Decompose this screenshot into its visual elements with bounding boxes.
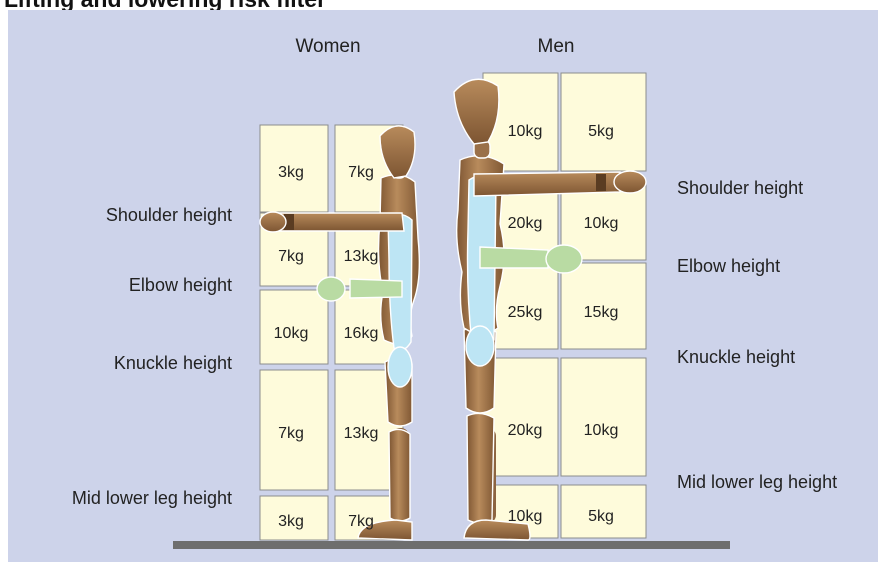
women-weight-label: 10kg	[274, 325, 309, 342]
men-weight-label: 20kg	[508, 422, 543, 439]
men-weight-label: 15kg	[584, 304, 619, 321]
men-weight-label: 10kg	[508, 508, 543, 525]
men-label-midleg: Mid lower leg height	[677, 472, 837, 492]
men-box	[561, 358, 646, 476]
women-weight-label: 7kg	[278, 248, 304, 265]
women-label-elbow: Elbow height	[129, 275, 232, 295]
men-weight-label: 5kg	[588, 508, 614, 525]
floor-bar	[173, 541, 730, 549]
men-weight-label: 10kg	[508, 123, 543, 140]
women-label-midleg: Mid lower leg height	[72, 488, 232, 508]
women-weight-label: 13kg	[344, 425, 379, 442]
men-label-knuckle: Knuckle height	[677, 347, 795, 367]
women-label-shoulder: Shoulder height	[106, 205, 232, 225]
women-weight-label: 7kg	[348, 164, 374, 181]
women-weight-label: 7kg	[348, 513, 374, 530]
risk-filter-diagram: Women Men Shoulder height Elbow height K…	[8, 10, 878, 562]
men-weight-label: 5kg	[588, 123, 614, 140]
women-label-knuckle: Knuckle height	[114, 353, 232, 373]
men-weight-label: 20kg	[508, 215, 543, 232]
women-weight-label: 16kg	[344, 325, 379, 342]
women-heading: Women	[295, 36, 360, 57]
men-label-elbow: Elbow height	[677, 256, 780, 276]
men-weight-label: 25kg	[508, 304, 543, 321]
women-weight-label: 13kg	[344, 248, 379, 265]
women-weight-label: 7kg	[278, 425, 304, 442]
men-label-shoulder: Shoulder height	[677, 178, 803, 198]
men-weight-label: 10kg	[584, 422, 619, 439]
men-heading: Men	[538, 36, 575, 57]
men-weight-label: 10kg	[584, 215, 619, 232]
women-weight-label: 3kg	[278, 164, 304, 181]
women-weight-label: 3kg	[278, 513, 304, 530]
men-box	[561, 73, 646, 171]
